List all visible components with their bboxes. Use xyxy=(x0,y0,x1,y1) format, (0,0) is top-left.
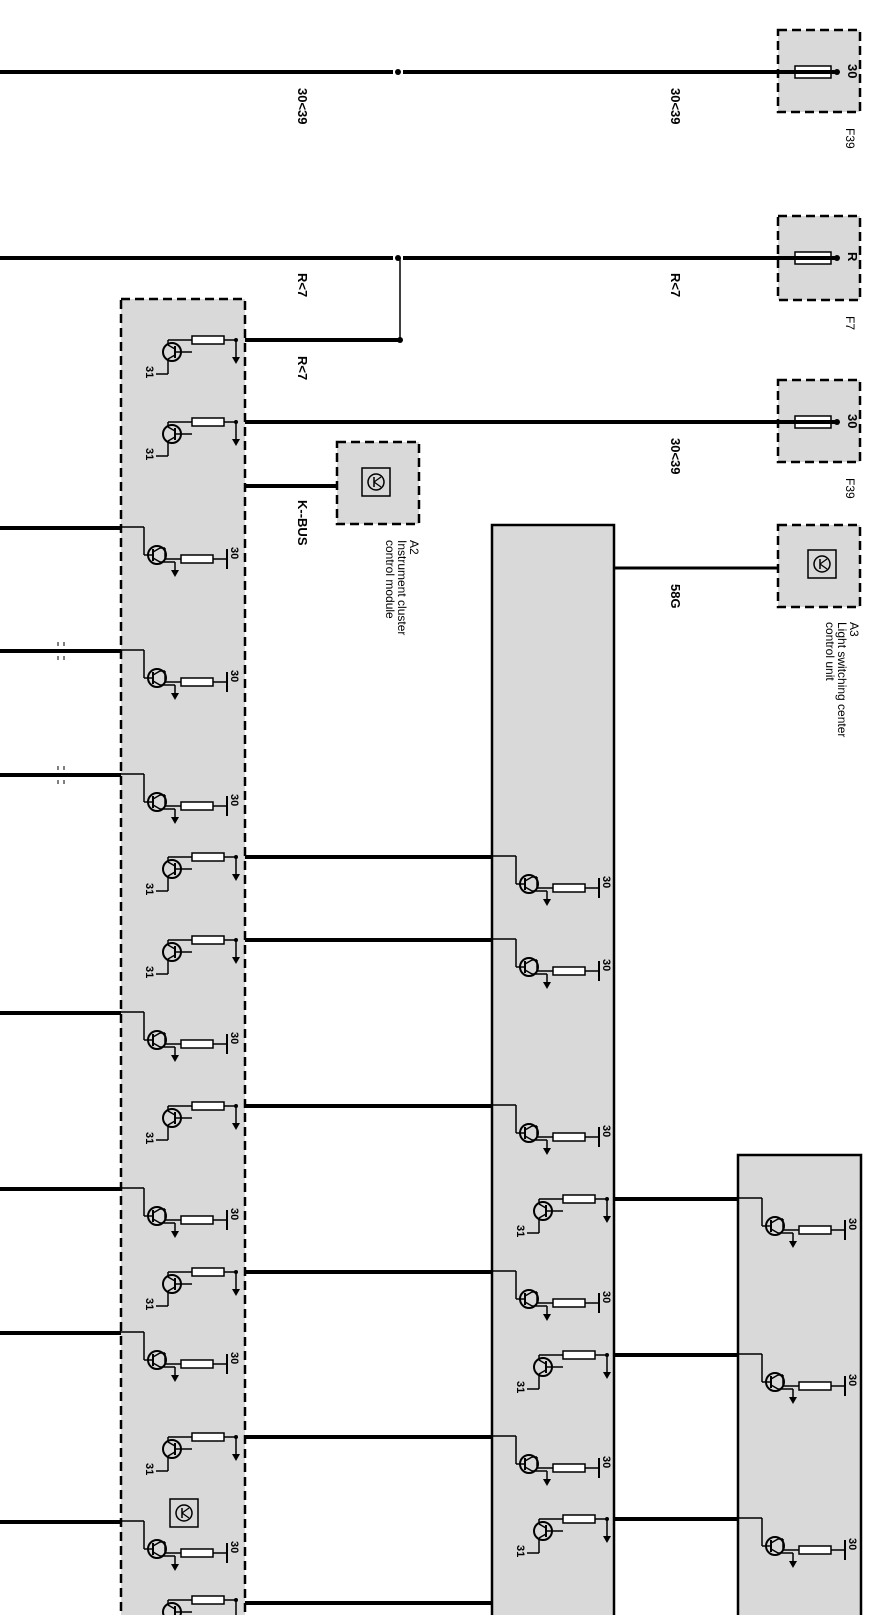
pin-30-label: 30 xyxy=(600,1456,612,1468)
pin-31-label: 31 xyxy=(514,1225,526,1237)
a3-component-box xyxy=(776,523,862,609)
pin-30-label: 30 xyxy=(228,670,240,682)
a2-id: A2 xyxy=(407,540,421,555)
pin-31-label: 31 xyxy=(143,883,155,895)
pin-30-label: 30 xyxy=(846,1538,858,1550)
fuse-f7-pin: R xyxy=(845,252,860,262)
a3-name-line2: control unit xyxy=(823,622,837,681)
wire-label-58g: 58G xyxy=(668,584,683,609)
driver-pin-labels: 31 31 30 30 30 31 31 30 31 30 31 30 31 30 31 30 30 30 31 30… xyxy=(143,366,858,1557)
a3-name-line1: Light switching center xyxy=(835,622,849,737)
a2-name-line2: control module xyxy=(383,540,397,619)
pin-31-label: 31 xyxy=(514,1381,526,1393)
left-module-inputs xyxy=(0,526,121,1524)
wire-label-r7-branch: R<7 xyxy=(295,356,310,380)
pin-30-label: 30 xyxy=(228,1032,240,1044)
wire-label-30-39-top-left: 30<39 xyxy=(295,88,310,125)
wire-label-r7-right: R<7 xyxy=(668,273,683,297)
wire-label-r7-left: R<7 xyxy=(295,273,310,297)
pin-31-label: 31 xyxy=(143,1298,155,1310)
top-wires xyxy=(0,70,836,570)
pin-30-label: 30 xyxy=(600,1291,612,1303)
left-middle-wires xyxy=(245,855,492,1605)
a2-name-line1: Instrument cluster xyxy=(395,540,409,635)
pin-30-label: 30 xyxy=(228,794,240,806)
pin-31-label: 31 xyxy=(143,366,155,378)
pin-31-label: 31 xyxy=(514,1545,526,1557)
fuse-f39-mid-pin: 30 xyxy=(845,414,860,428)
middle-module-box xyxy=(490,523,616,1615)
fuse-f7-id: F7 xyxy=(843,316,857,330)
pin-30-label: 30 xyxy=(228,1541,240,1553)
fuse-f39-top-pin: 30 xyxy=(845,64,860,78)
pin-30-label: 30 xyxy=(228,1352,240,1364)
left-module-box xyxy=(119,297,247,1615)
pin-30-label: 30 xyxy=(600,876,612,888)
pin-30-label: 30 xyxy=(228,547,240,559)
pin-30-label: 30 xyxy=(846,1374,858,1386)
pin-30-label: 30 xyxy=(846,1218,858,1230)
pin-30-label: 30 xyxy=(228,1208,240,1220)
connector-marks xyxy=(57,642,65,784)
fuse-f39-top-id: F39 xyxy=(843,128,857,149)
fuse-f39-mid-id: F39 xyxy=(843,478,857,499)
splice-marks xyxy=(395,69,403,343)
pin-31-label: 31 xyxy=(143,966,155,978)
pin-30-label: 30 xyxy=(600,1125,612,1137)
pin-31-label: 31 xyxy=(143,448,155,460)
pin-30-label: 30 xyxy=(600,959,612,971)
wire-label-kbus: K--BUS xyxy=(295,500,310,546)
pin-31-label: 31 xyxy=(143,1132,155,1144)
a2-component-box xyxy=(335,440,421,526)
middle-right-wires xyxy=(614,1197,738,1521)
a3-id: A3 xyxy=(847,622,861,637)
wire-label-30-39-mid: 30<39 xyxy=(668,438,683,475)
pin-31-label: 31 xyxy=(143,1463,155,1475)
wire-label-30-39-top-right: 30<39 xyxy=(668,88,683,125)
